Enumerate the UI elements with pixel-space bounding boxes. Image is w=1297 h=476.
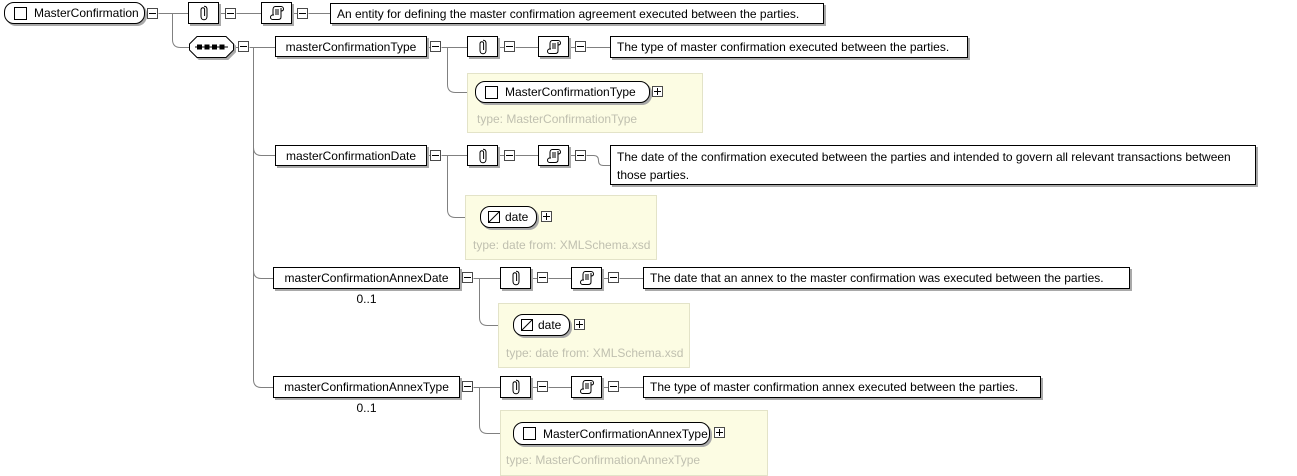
scroll-icon bbox=[579, 271, 594, 285]
type-label: type: date from: XMLSchema.xsd bbox=[473, 238, 651, 252]
paperclip-icon bbox=[512, 270, 519, 286]
occurrence-label: 0..1 bbox=[356, 292, 377, 306]
annotation-node[interactable] bbox=[261, 2, 292, 24]
annotation-node[interactable] bbox=[571, 376, 602, 398]
collapse-toggle[interactable] bbox=[462, 381, 473, 392]
type-name: MasterConfirmationType bbox=[505, 85, 636, 99]
attributes-node[interactable] bbox=[467, 145, 498, 166]
attributes-node[interactable] bbox=[500, 267, 531, 289]
collapse-toggle[interactable] bbox=[575, 41, 586, 52]
attributes-node[interactable] bbox=[467, 36, 498, 57]
paperclip-icon bbox=[479, 39, 486, 54]
simple-type-icon bbox=[488, 211, 500, 223]
collapse-toggle[interactable] bbox=[462, 272, 473, 283]
paperclip-icon bbox=[512, 379, 519, 395]
type-name: date bbox=[538, 318, 562, 332]
collapse-toggle[interactable] bbox=[504, 150, 515, 161]
expand-toggle[interactable] bbox=[652, 86, 663, 97]
collapse-toggle[interactable] bbox=[430, 41, 441, 52]
scroll-icon bbox=[269, 6, 284, 20]
element-master-confirmation-date[interactable]: masterConfirmationDate bbox=[275, 145, 427, 166]
type-name: date bbox=[505, 210, 529, 224]
collapse-toggle[interactable] bbox=[147, 8, 158, 19]
type-date[interactable]: date bbox=[513, 314, 570, 336]
collapse-toggle[interactable] bbox=[504, 41, 515, 52]
collapse-toggle[interactable] bbox=[537, 272, 548, 283]
type-name: MasterConfirmationAnnexType bbox=[543, 426, 708, 441]
collapse-toggle[interactable] bbox=[608, 272, 619, 283]
sequence-dots-icon bbox=[189, 36, 234, 58]
element-name: MasterConfirmation bbox=[34, 6, 139, 20]
annotation-box[interactable]: The type of master confirmation annex ex… bbox=[643, 376, 1041, 398]
annotation-box[interactable]: The date of the confirmation executed be… bbox=[610, 145, 1256, 185]
scroll-icon bbox=[546, 148, 561, 163]
annotation-node[interactable] bbox=[571, 267, 602, 289]
type-label: type: MasterConfirmationAnnexType bbox=[506, 453, 701, 467]
collapse-toggle[interactable] bbox=[238, 41, 249, 52]
annotation-box[interactable]: The date that an annex to the master con… bbox=[643, 267, 1130, 289]
annotation-node[interactable] bbox=[538, 36, 569, 57]
expand-toggle[interactable] bbox=[574, 319, 585, 330]
paperclip-icon bbox=[479, 148, 486, 163]
sequence-compositor[interactable] bbox=[189, 36, 234, 58]
element-master-confirmation-annex-type[interactable]: masterConfirmationAnnexType bbox=[273, 376, 460, 398]
type-label: type: date from: XMLSchema.xsd bbox=[506, 346, 684, 360]
expand-toggle[interactable] bbox=[714, 427, 725, 438]
collapse-toggle[interactable] bbox=[430, 150, 441, 161]
collapse-toggle[interactable] bbox=[537, 381, 548, 392]
collapse-toggle[interactable] bbox=[575, 150, 586, 161]
annotation-box[interactable]: The type of master confirmation executed… bbox=[610, 36, 968, 58]
scroll-icon bbox=[546, 39, 561, 54]
type-master-confirmation-annex-type[interactable]: MasterConfirmationAnnexType bbox=[513, 422, 710, 445]
annotation-node[interactable] bbox=[538, 145, 569, 166]
occurrence-label: 0..1 bbox=[356, 401, 377, 415]
paperclip-icon bbox=[200, 5, 207, 21]
scroll-icon bbox=[579, 380, 594, 394]
attributes-node[interactable] bbox=[188, 2, 219, 24]
type-date[interactable]: date bbox=[480, 206, 537, 228]
element-master-confirmation-type[interactable]: masterConfirmationType bbox=[275, 36, 427, 57]
element-master-confirmation[interactable]: MasterConfirmation bbox=[4, 2, 145, 24]
type-label: type: MasterConfirmationType bbox=[477, 112, 638, 126]
simple-type-icon bbox=[521, 319, 533, 331]
type-master-confirmation-type[interactable]: MasterConfirmationType bbox=[475, 81, 650, 103]
complex-type-icon bbox=[523, 427, 536, 440]
collapse-toggle[interactable] bbox=[608, 381, 619, 392]
element-master-confirmation-annex-date[interactable]: masterConfirmationAnnexDate bbox=[273, 267, 460, 289]
annotation-box[interactable]: An entity for defining the master confir… bbox=[330, 3, 824, 24]
complex-type-icon bbox=[485, 85, 498, 99]
expand-toggle[interactable] bbox=[541, 211, 552, 222]
collapse-toggle[interactable] bbox=[225, 8, 236, 19]
attributes-node[interactable] bbox=[500, 376, 531, 398]
collapse-toggle[interactable] bbox=[297, 8, 308, 19]
complex-type-icon bbox=[14, 6, 27, 20]
